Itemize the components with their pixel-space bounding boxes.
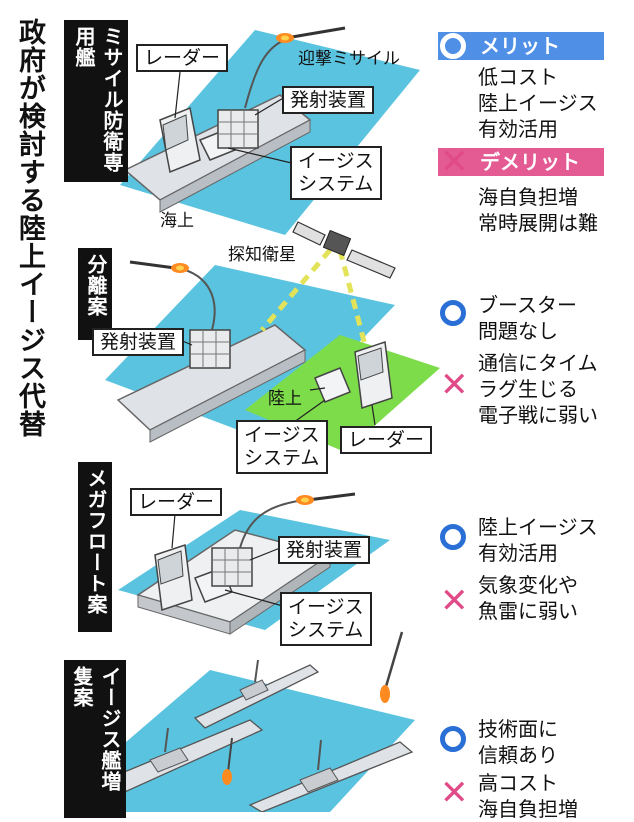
merits-3: 陸上イージス 有効活用 [478,515,598,565]
demerit-cross-icon: ✕ [440,365,469,405]
satellite-label: 探知衛星 [228,245,296,265]
land-label: 陸上 [268,389,302,409]
radar-label-1: レーダー [136,44,229,72]
radar-label-2: レーダー [340,426,433,454]
option-label-3: メガフロート案 [78,462,112,632]
page-title: 政府が検討する陸上イージス代替案 [14,18,45,438]
aegis-label-3: イージス システム [280,592,372,646]
launcher-label-2: 発射装置 [92,328,185,356]
satellite-icon [292,221,396,279]
option-label-1: ミサイル防衛専用艦 [64,20,128,182]
demerit-header: デメリット [438,148,604,176]
merits-1: 低コスト 陸上イージス 有効活用 [478,65,598,141]
merit-circle-icon [440,33,466,59]
demerit-cross-icon: ✕ [440,773,469,813]
demerits-4: 高コスト 海自負担増 [478,771,578,821]
launcher-1 [217,109,259,149]
option-label-4: イージス艦増隻案 [64,660,126,818]
launcher-label-1: 発射装置 [282,86,375,114]
missile-trail-3 [239,499,306,549]
satellite-beam-1 [260,248,332,332]
sea-label: 海上 [160,211,194,231]
aegis-label-1: イージス システム [290,146,382,200]
destroyer-1 [193,659,320,729]
missile-label: 迎撃ミサイル [298,49,400,69]
demerits-2: 通信にタイム ラグ生じる 電子戦に弱い [478,351,598,427]
option-label-2: 分離案 [78,248,112,340]
launcher-2 [189,329,231,369]
aegis-box-2 [314,367,351,403]
demerit-cross-icon: ✕ [440,581,469,621]
demerits-1: 海自負担増 常時展開は難 [478,185,598,235]
missile-trail-4 [383,631,404,691]
demerits-3: 気象変化や 魚雷に弱い [478,573,578,623]
merit-circle-icon [440,524,466,550]
destroyer-3 [248,739,414,812]
aegis-label-2: イージス システム [236,420,328,474]
merit-circle-icon [440,726,466,752]
launcher-label-3: 発射装置 [278,536,371,564]
merits-2: ブースター 問題なし [478,293,577,343]
demerit-cross-icon: ✕ [440,142,469,182]
missile-flame-4 [380,685,390,703]
merits-4: 技術面に 信頼あり [478,717,558,767]
launcher-3 [211,547,253,587]
radar-label-3: レーダー [130,488,223,516]
merit-circle-icon [440,300,466,326]
